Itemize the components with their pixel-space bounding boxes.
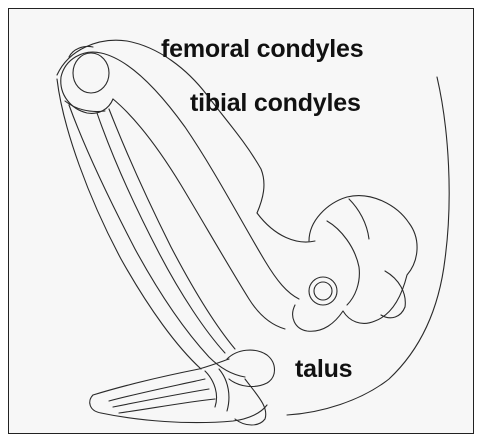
- leg-bone-illustration: [9, 9, 473, 433]
- pelvis-crest: [349, 199, 369, 239]
- metatarsal-1: [109, 379, 205, 401]
- tibia-back-edge: [97, 113, 225, 353]
- shin-front-outline: [57, 79, 201, 369]
- acetabulum-socket: [309, 277, 337, 305]
- metatarsal-2: [113, 389, 209, 407]
- thigh-skin-outline: [257, 213, 315, 242]
- foot-sole-outline: [101, 405, 267, 423]
- tarsal-bones: [205, 369, 229, 411]
- pelvis-lower-lobe: [381, 271, 405, 318]
- femoral-condyle-knob: [73, 53, 109, 93]
- talus-label: talus: [295, 357, 352, 382]
- talus-bone: [227, 350, 275, 386]
- fibula-edge: [109, 109, 235, 349]
- heel-bone: [235, 379, 266, 425]
- femoral-condyles-label: femoral condyles: [161, 37, 363, 62]
- pelvis-outline: [293, 196, 417, 332]
- toe-tips: [90, 395, 101, 413]
- diagram-frame: femoral condyles tibial condyles talus: [8, 8, 474, 434]
- tibia-front-edge: [69, 105, 245, 377]
- tibial-condyles-label: tibial condyles: [190, 91, 361, 116]
- metatarsal-3: [119, 399, 215, 413]
- femoral-head: [314, 282, 332, 300]
